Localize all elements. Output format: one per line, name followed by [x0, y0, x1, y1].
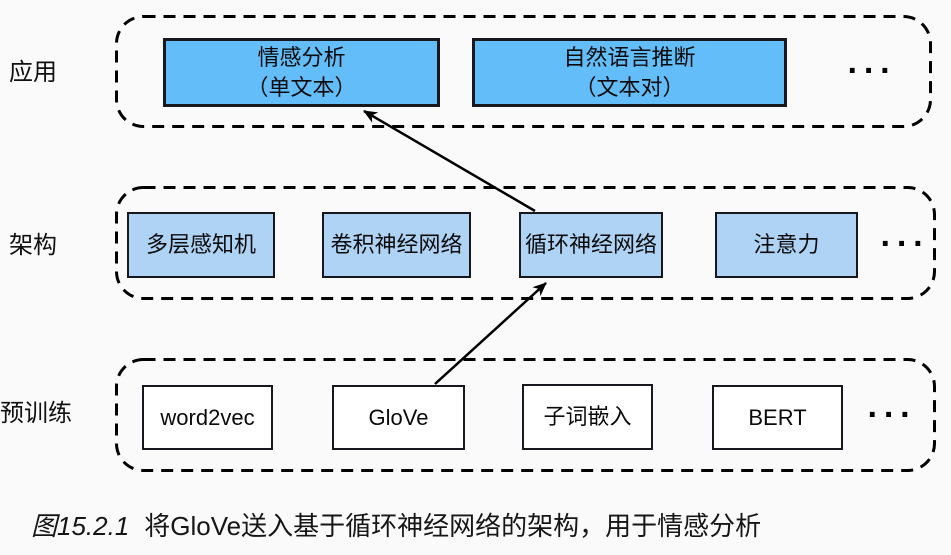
architectures-ellipsis: ···: [880, 225, 930, 263]
box-natural-language-inference: 自然语言推断 （文本对）: [472, 38, 787, 107]
box-bert: BERT: [712, 385, 843, 450]
box-rnn-title: 循环神经网络: [524, 232, 657, 257]
box-word2vec: word2vec: [142, 385, 273, 450]
box-mlp-title: 多层感知机: [145, 232, 256, 257]
row-label-architectures: 架构: [9, 232, 57, 259]
row-label-applications: 应用: [9, 59, 57, 86]
figure-caption-number: 图15.2.1: [31, 511, 130, 541]
box-glove: GloVe: [332, 385, 465, 450]
box-bert-title: BERT: [748, 404, 807, 430]
arrow-rnn-to-sentiment-analysis: [363, 109, 536, 213]
arrow-glove-to-rnn: [434, 282, 547, 385]
pretraining-row-outline: [115, 358, 936, 472]
box-word2vec-title: word2vec: [160, 404, 255, 430]
architectures-row-outline: [115, 186, 936, 300]
box-glove-title: GloVe: [368, 404, 429, 430]
pretraining-ellipsis: ···: [867, 396, 917, 434]
box-subword-embedding-title: 子词嵌入: [543, 404, 632, 429]
box-sentiment-analysis-subtitle: （单文本）: [246, 74, 357, 100]
applications-row-outline: [115, 15, 932, 128]
box-attention: 注意力: [715, 212, 858, 278]
box-natural-language-inference-title: 自然语言推断: [563, 44, 696, 70]
box-rnn: 循环神经网络: [519, 212, 663, 278]
box-sentiment-analysis: 情感分析 （单文本）: [163, 38, 440, 107]
box-cnn: 卷积神经网络: [322, 212, 471, 278]
box-attention-title: 注意力: [753, 232, 820, 257]
row-label-pretraining: 预训练: [0, 400, 72, 427]
figure-caption-text: 将GloVe送入基于循环神经网络的架构，用于情感分析: [144, 511, 762, 541]
applications-ellipsis: ···: [847, 52, 897, 90]
box-subword-embedding: 子词嵌入: [522, 384, 653, 450]
figure-caption: 图15.2.1 将GloVe送入基于循环神经网络的架构，用于情感分析: [31, 509, 761, 543]
box-cnn-title: 卷积神经网络: [330, 232, 463, 257]
box-sentiment-analysis-title: 情感分析: [257, 44, 346, 70]
box-natural-language-inference-subtitle: （文本对）: [574, 74, 685, 100]
box-mlp: 多层感知机: [127, 212, 275, 278]
